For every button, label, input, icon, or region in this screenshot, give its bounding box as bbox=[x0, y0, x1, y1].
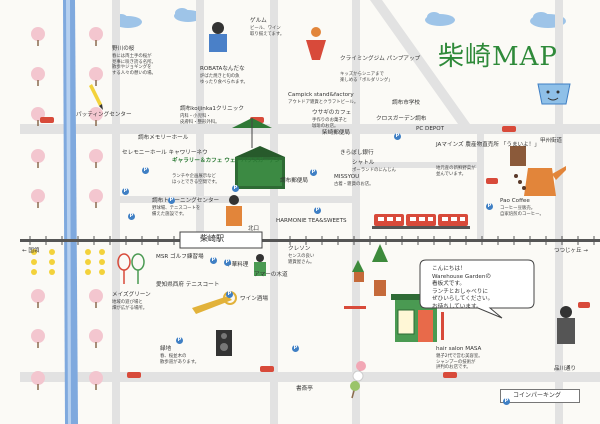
place-green-desc: 春、桜並木の 散歩道があります。 bbox=[160, 354, 200, 365]
parking-marker: P bbox=[292, 345, 299, 352]
parking-marker: P bbox=[142, 167, 149, 174]
place-batting-name: パッティングセンター bbox=[76, 112, 132, 118]
shinagawa-road bbox=[20, 372, 600, 382]
parking-marker: P bbox=[310, 169, 317, 176]
place-cresson-name: クレソン bbox=[288, 246, 311, 252]
coffee-pot-illustration bbox=[510, 146, 566, 196]
cars bbox=[40, 117, 590, 378]
map-title: 柴崎MAP bbox=[438, 42, 558, 72]
parking-marker: P bbox=[122, 188, 129, 195]
people-illustrations bbox=[209, 22, 575, 344]
warehouse-garden-building bbox=[235, 146, 285, 189]
place-msr-golf-name: MSR ゴルフ練習場 bbox=[156, 254, 204, 260]
place-robata-desc: 炉ばた焼きと旬の魚 ゆったり食べられます。 bbox=[200, 74, 248, 85]
tree-trunks bbox=[37, 40, 97, 390]
place-training-center-desc: 野球場、テニスコートを 備えた施設です。 bbox=[152, 206, 201, 217]
place-robata-name: ROBATAなんだな bbox=[200, 66, 245, 72]
place-chofu-post-name: 調布郵便局 bbox=[280, 178, 308, 184]
place-missyou-name: MISSYOU bbox=[334, 174, 360, 180]
parking-marker: P bbox=[210, 257, 217, 264]
place-gerumu-desc: ビール、ワイン 取り揃えてます。 bbox=[250, 26, 285, 37]
place-campick-name: Campick stand&factory bbox=[288, 92, 354, 98]
place-clinic-desc: 内科・小児科・ 皮膚科・整形外科。 bbox=[180, 114, 220, 125]
shibasaki-station bbox=[179, 231, 263, 249]
place-amar-name: アマーの木道 bbox=[254, 272, 288, 278]
place-green-name: 緑地 bbox=[160, 346, 172, 352]
parking-marker: P bbox=[394, 133, 401, 140]
place-pcdepot-name: PC DEPOT bbox=[416, 126, 445, 132]
place-pao-coffee-name: Pao Coffee bbox=[500, 198, 530, 204]
place-gerumu-name: ゲルム bbox=[250, 18, 267, 24]
place-ja-desc: 地元産の新鮮野菜が 並んでいます。 bbox=[436, 166, 476, 177]
place-nogawa-name: 野川の桜 bbox=[112, 46, 135, 52]
place-pao-coffee-desc: コーヒー豆販売。 自家焙煎のコーヒー。 bbox=[500, 206, 544, 217]
tennis-rackets-icon bbox=[117, 253, 145, 284]
place-cresson-desc: センスの良い 雑貨屋さん。 bbox=[288, 254, 315, 265]
keio-railway bbox=[20, 236, 600, 245]
speech-bubble bbox=[419, 259, 535, 319]
place-ja-name: JAマインズ 農産物直売所 「うまいよ！」 bbox=[436, 142, 540, 148]
dango-illustration bbox=[350, 361, 366, 399]
umbrella-icon bbox=[232, 118, 272, 148]
parking-marker: P bbox=[128, 213, 135, 220]
parking-legend-icon: P bbox=[503, 398, 510, 405]
place-shosaitei-name: 書斎亭 bbox=[296, 386, 313, 392]
place-harmonie-name: HARMONIE TEA&SWEETS bbox=[276, 218, 347, 224]
station-exit-label: 北口 bbox=[248, 226, 260, 232]
parking-marker: P bbox=[176, 337, 183, 344]
clouds bbox=[114, 8, 566, 28]
place-warehouse-garden-desc: ランチや企画展示など ほっとできる空間です。 bbox=[172, 174, 220, 185]
parking-marker: P bbox=[224, 259, 231, 266]
place-ceremony-hall-name: セレモニーホール キャワリーネウ bbox=[122, 150, 208, 156]
place-climbing-name: クライミングジム パンプアップ bbox=[340, 56, 421, 62]
place-post-office-name: 柴崎郵便局 bbox=[322, 130, 350, 136]
parking-marker: P bbox=[486, 203, 493, 210]
place-crossgarden-name: クロスガーデン調布 bbox=[376, 116, 427, 122]
train-illustration bbox=[372, 214, 470, 229]
parking-marker: P bbox=[232, 185, 239, 192]
place-clinic-name: 調布koijinka1クリニック bbox=[180, 106, 244, 112]
speech-bubble-text: こんにちは！ Warehouse Gardenの 看板犬です。 ランチとおしゃべ… bbox=[432, 266, 494, 310]
shinagawa-road-label: 品川通り bbox=[554, 366, 577, 372]
place-maze-green-desc: 地域の遊び場と 畑が広がる場所。 bbox=[112, 300, 148, 311]
cup-mascot-illustration bbox=[537, 83, 571, 105]
potted-plants bbox=[344, 244, 388, 309]
place-usagi-cafe-desc: 手作りのお菓子と 珈琲のお店。 bbox=[312, 118, 348, 129]
place-shuttle-name: シャトル bbox=[352, 160, 375, 166]
parking-marker: P bbox=[314, 207, 321, 214]
place-missyou-desc: 古着・雑貨のお店。 bbox=[334, 182, 374, 187]
place-hair-salon-desc: 親子2代で営む美容室。 シャンプーの技術が 評判のお店です。 bbox=[436, 354, 483, 371]
place-training-center-name: 調布トレーニングセンター bbox=[152, 198, 220, 204]
koshu-road-label: 甲州街道 bbox=[540, 138, 563, 144]
place-warehouse-garden-name: ギャラリー＆カフェ ウェアハウスガーデン bbox=[172, 158, 281, 164]
place-hair-salon-name: hair salon MASA bbox=[436, 346, 482, 352]
place-usagi-cafe-name: ウサギのカフェ bbox=[312, 110, 352, 116]
place-climbing-desc: キッズからシニアまで 楽しめる「ボルダリング」 bbox=[340, 72, 393, 83]
pencil-icon bbox=[89, 84, 103, 110]
place-campick-desc: アウトドア雑貨とクラフトビール。 bbox=[288, 100, 359, 105]
place-chinese-name: 中華料理 bbox=[226, 262, 249, 268]
place-shuttle-desc: ポーランドのにんじん bbox=[352, 168, 396, 173]
station-name: 柴崎駅 bbox=[200, 234, 224, 243]
place-tennis-court-name: 愛知県西府 テニスコート bbox=[156, 282, 220, 288]
place-memorial-hall-name: 調布メモリーホール bbox=[138, 135, 189, 141]
parking-legend-label: コインパーキング bbox=[513, 392, 561, 399]
parking-marker: P bbox=[226, 291, 233, 298]
station-left-label: ← 国領 bbox=[22, 248, 40, 254]
trumpet-illustration bbox=[192, 291, 237, 356]
parking-legend-box bbox=[500, 389, 580, 403]
rapeseed-flowers bbox=[31, 249, 105, 275]
place-kiraboshi-name: きらぼし銀行 bbox=[340, 150, 374, 156]
place-maze-green-name: メイズグリーン bbox=[112, 292, 151, 298]
place-wine-bar-name: ワイン酒場 bbox=[240, 296, 268, 302]
station-right-label: つつじヶ丘 → bbox=[554, 248, 588, 254]
place-nogawa-desc: 春には両土手の桜が 見事に咲き誇る名所。 散歩やジョギングを する人々の憩いの場… bbox=[112, 54, 156, 76]
parking-marker: P bbox=[168, 197, 175, 204]
place-school-name: 調布市学校 bbox=[392, 100, 420, 106]
koshu-road bbox=[20, 124, 600, 134]
